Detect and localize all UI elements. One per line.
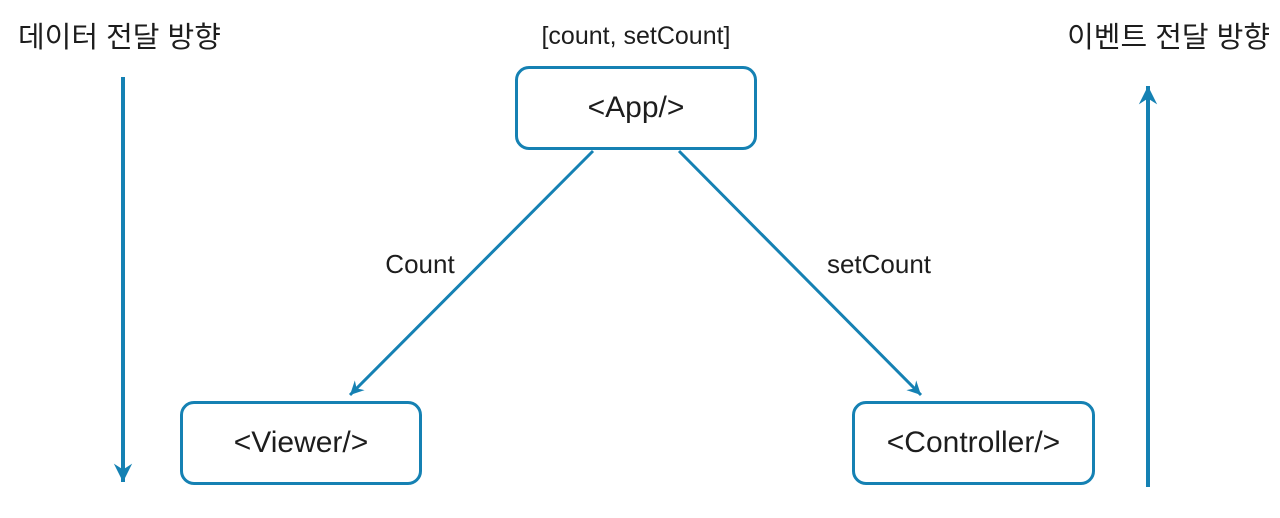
count-edge-arrow bbox=[348, 149, 595, 397]
event-flow-direction-label: 이벤트 전달 방향 bbox=[1067, 22, 1270, 54]
viewer-component-node: <Viewer/> bbox=[180, 401, 422, 485]
state-tuple-label: [count, setCount] bbox=[541, 22, 731, 50]
setcount-edge-arrow bbox=[677, 149, 923, 397]
setcount-edge-label: setCount bbox=[826, 249, 932, 279]
count-edge-label: Count bbox=[385, 249, 455, 279]
controller-component-node: <Controller/> bbox=[852, 401, 1095, 485]
data-flow-direction-label: 데이터 전달 방향 bbox=[18, 22, 221, 54]
app-component-node: <App/> bbox=[515, 66, 757, 150]
